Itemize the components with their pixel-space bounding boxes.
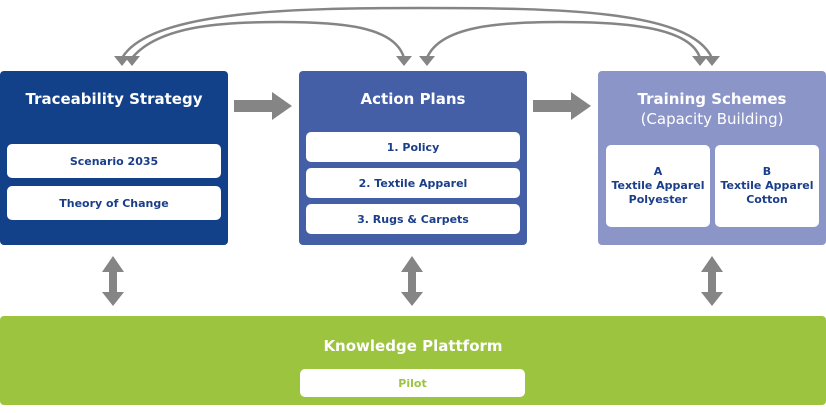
- arrow-right-icon: [234, 92, 292, 120]
- double-arrow-vertical-icon: [701, 256, 723, 306]
- arrowhead-down-icon: [704, 56, 720, 66]
- training-item-a: A Textile Apparel Polyester: [606, 145, 710, 227]
- training-item-letter: A: [653, 165, 663, 178]
- training-item-line1: Textile Apparel: [611, 179, 705, 192]
- training-title: Training Schemes: [637, 90, 787, 108]
- training-item-line1: Textile Apparel: [720, 179, 814, 192]
- traceability-strategy-box: Traceability Strategy Scenario 2035 Theo…: [0, 71, 228, 245]
- action-plans-box: Action Plans 1. Policy 2. Textile Appare…: [299, 71, 527, 245]
- arc-traceability-action: [131, 20, 406, 59]
- training-subtitle: (Capacity Building): [640, 110, 784, 128]
- knowledge-title: Knowledge Plattform: [323, 337, 503, 355]
- double-arrow-vertical-icon: [102, 256, 124, 306]
- arc-action-training: [425, 20, 702, 59]
- traceability-title: Traceability Strategy: [25, 90, 203, 108]
- arrowhead-down-icon: [124, 56, 140, 66]
- training-schemes-box: Training Schemes (Capacity Building) A T…: [598, 71, 826, 245]
- training-item-letter: B: [762, 165, 772, 178]
- rugs-carpets-item: 3. Rugs & Carpets: [306, 204, 520, 234]
- arc-traceability-training: [120, 6, 714, 59]
- arrow-right-icon: [533, 92, 591, 120]
- policy-item: 1. Policy: [306, 132, 520, 162]
- arrowhead-down-icon: [692, 56, 708, 66]
- scenario-2035-item: Scenario 2035: [7, 144, 221, 178]
- knowledge-platform-box: Knowledge Plattform Pilot: [0, 316, 826, 405]
- arrowhead-down-icon: [396, 56, 412, 66]
- action-plans-title: Action Plans: [360, 90, 466, 108]
- training-item-b: B Textile Apparel Cotton: [715, 145, 819, 227]
- arrowhead-down-icon: [419, 56, 435, 66]
- double-arrow-vertical-icon: [401, 256, 423, 306]
- training-item-line2: Cotton: [746, 193, 788, 206]
- arrowhead-down-icon: [114, 56, 130, 66]
- pilot-item: Pilot: [300, 369, 525, 397]
- theory-of-change-item: Theory of Change: [7, 186, 221, 220]
- training-item-line2: Polyester: [628, 193, 688, 206]
- textile-apparel-item: 2. Textile Apparel: [306, 168, 520, 198]
